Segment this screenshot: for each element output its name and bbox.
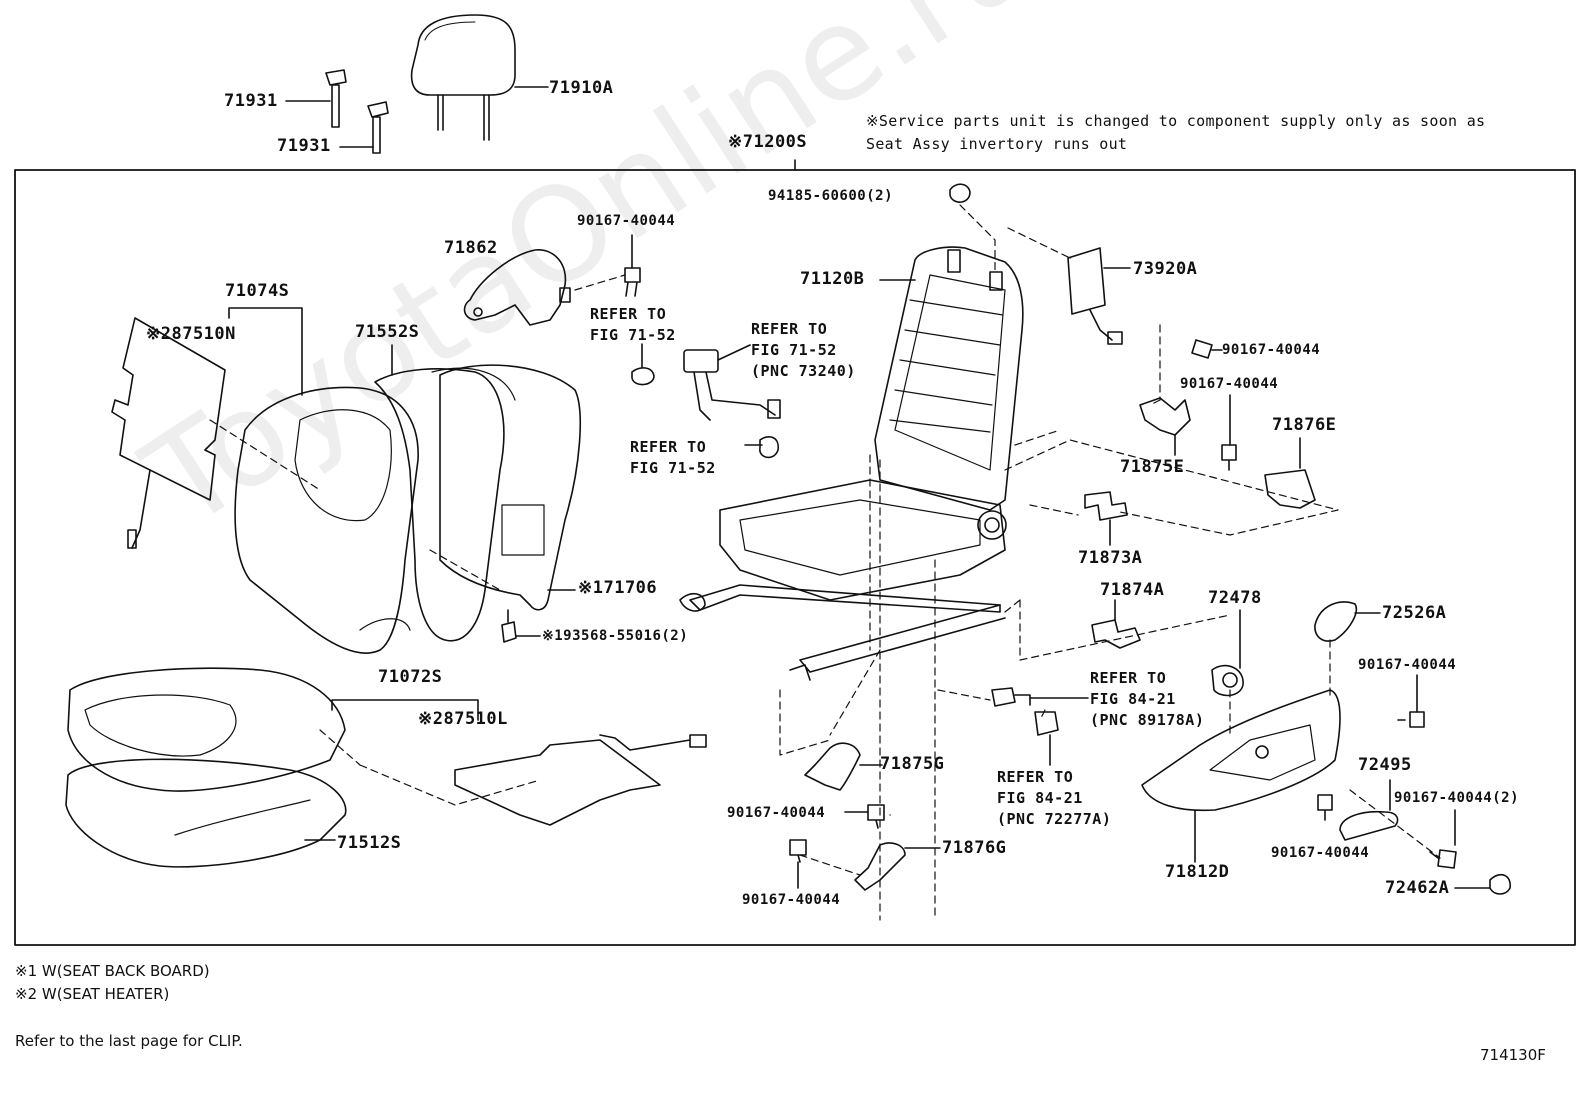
leaders-71931	[285, 86, 549, 148]
refer-fig-71-52-b[interactable]: REFER TO FIG 71-52	[630, 438, 716, 477]
shield-71812D-shape	[1141, 689, 1341, 812]
cushion-pad-shape	[65, 758, 347, 868]
part-94185-60600[interactable]: 94185-60600(2)	[768, 188, 894, 204]
part-71120B[interactable]: 71120B	[800, 269, 865, 289]
part-71200S[interactable]: ※71200S	[728, 132, 808, 152]
figure-id: 714130F	[1480, 1046, 1546, 1064]
part-90167-40044-far-right[interactable]: 90167-40044	[1358, 657, 1457, 673]
part-72462A[interactable]: 72462A	[1385, 878, 1450, 898]
seatback-cover-shape	[234, 386, 419, 654]
seatback-pad-shape	[374, 367, 516, 642]
part-90167-40044-bottom-right[interactable]: 90167-40044	[1271, 845, 1370, 861]
bracket-71862-shape	[463, 249, 571, 326]
part-90167-40044-mid[interactable]: 90167-40044	[1180, 376, 1279, 392]
clip-71874A-shape	[1091, 619, 1141, 649]
part-71875G[interactable]: 71875G	[880, 754, 945, 774]
part-71074S[interactable]: 71074S	[225, 281, 290, 301]
footnote-1: ※1 W(SEAT BACK BOARD)	[15, 962, 210, 980]
dashed-lines	[319, 204, 1441, 921]
part-193568-55016[interactable]: ※193568-55016(2)	[542, 628, 689, 644]
part-87510L[interactable]: ※287510L	[418, 709, 508, 729]
part-71072S[interactable]: 71072S	[378, 667, 443, 687]
knob-72478-shape	[1211, 664, 1244, 697]
back-cover-shape	[439, 364, 581, 611]
cover-71876E-shape	[1264, 469, 1316, 509]
part-71873A[interactable]: 71873A	[1078, 548, 1143, 568]
connector-shapes	[991, 687, 1059, 736]
part-71552S[interactable]: 71552S	[355, 322, 420, 342]
module-73920A-shape	[1067, 247, 1123, 345]
part-72478[interactable]: 72478	[1208, 588, 1262, 608]
headrest-shape	[410, 14, 516, 141]
part-71931-lower[interactable]: 71931	[277, 136, 331, 156]
part-71862[interactable]: 71862	[444, 238, 498, 258]
cap-72526A-shape	[1314, 601, 1357, 642]
seat-frame-shape	[679, 246, 1024, 681]
bolt-shapes	[624, 183, 1457, 869]
part-90167-40044-right[interactable]: 90167-40044	[1222, 342, 1321, 358]
back-board-shape	[111, 317, 226, 549]
buckle-shape	[631, 349, 781, 459]
leaders-71072S	[304, 699, 479, 841]
part-71876E[interactable]: 71876E	[1272, 415, 1337, 435]
part-71512S[interactable]: 71512S	[337, 833, 402, 853]
part-71874A[interactable]: 71874A	[1100, 580, 1165, 600]
clip-shape	[501, 609, 517, 643]
bracket-71876G-shape	[854, 842, 906, 891]
part-90167-40044-bottom[interactable]: 90167-40044	[742, 892, 841, 908]
part-71931-upper[interactable]: 71931	[224, 91, 278, 111]
part-72495[interactable]: 72495	[1358, 755, 1412, 775]
refer-fig-71-52-pnc-73240[interactable]: REFER TO FIG 71-52 (PNC 73240)	[751, 320, 856, 380]
part-71876G[interactable]: 71876G	[942, 838, 1007, 858]
service-note-line1: ※Service parts unit is changed to compon…	[866, 112, 1486, 130]
leaders-71552S	[391, 344, 576, 591]
refer-fig-84-21-pnc-89178A[interactable]: REFER TO FIG 84-21 (PNC 89178A)	[1090, 669, 1205, 729]
refer-fig-71-52-a[interactable]: REFER TO FIG 71-52	[590, 305, 676, 344]
part-71875E[interactable]: 71875E	[1120, 457, 1185, 477]
part-71706[interactable]: ※171706	[578, 578, 658, 598]
part-72526A[interactable]: 72526A	[1382, 603, 1447, 623]
cap-72462A-shape	[1489, 873, 1511, 895]
bracket-71875E-shape	[1139, 397, 1191, 436]
part-73920A[interactable]: 73920A	[1133, 259, 1198, 279]
part-87510N[interactable]: ※287510N	[146, 324, 236, 344]
part-71910A[interactable]: 71910A	[549, 78, 614, 98]
leaders-71074S	[228, 307, 303, 396]
part-90167-40044-2[interactable]: 90167-40044(2)	[1394, 790, 1520, 806]
footnote-2: ※2 W(SEAT HEATER)	[15, 985, 170, 1003]
heater-shape	[454, 734, 707, 826]
headrest-guide-shapes	[325, 69, 389, 154]
part-90167-40044-top[interactable]: 90167-40044	[577, 213, 676, 229]
service-note-line2: Seat Assy invertory runs out	[866, 135, 1128, 153]
lever-72495-shape	[1339, 810, 1399, 841]
clip-71873A-shape	[1084, 491, 1128, 521]
cushion-cover-shape	[67, 667, 346, 792]
part-90167-40044-lower-left[interactable]: 90167-40044	[727, 805, 826, 821]
part-71812D[interactable]: 71812D	[1165, 862, 1230, 882]
bracket-71875G-shape	[804, 742, 861, 791]
refer-fig-84-21-pnc-72277A[interactable]: REFER TO FIG 84-21 (PNC 72277A)	[997, 768, 1112, 828]
footnote-clip: Refer to the last page for CLIP.	[15, 1032, 243, 1050]
